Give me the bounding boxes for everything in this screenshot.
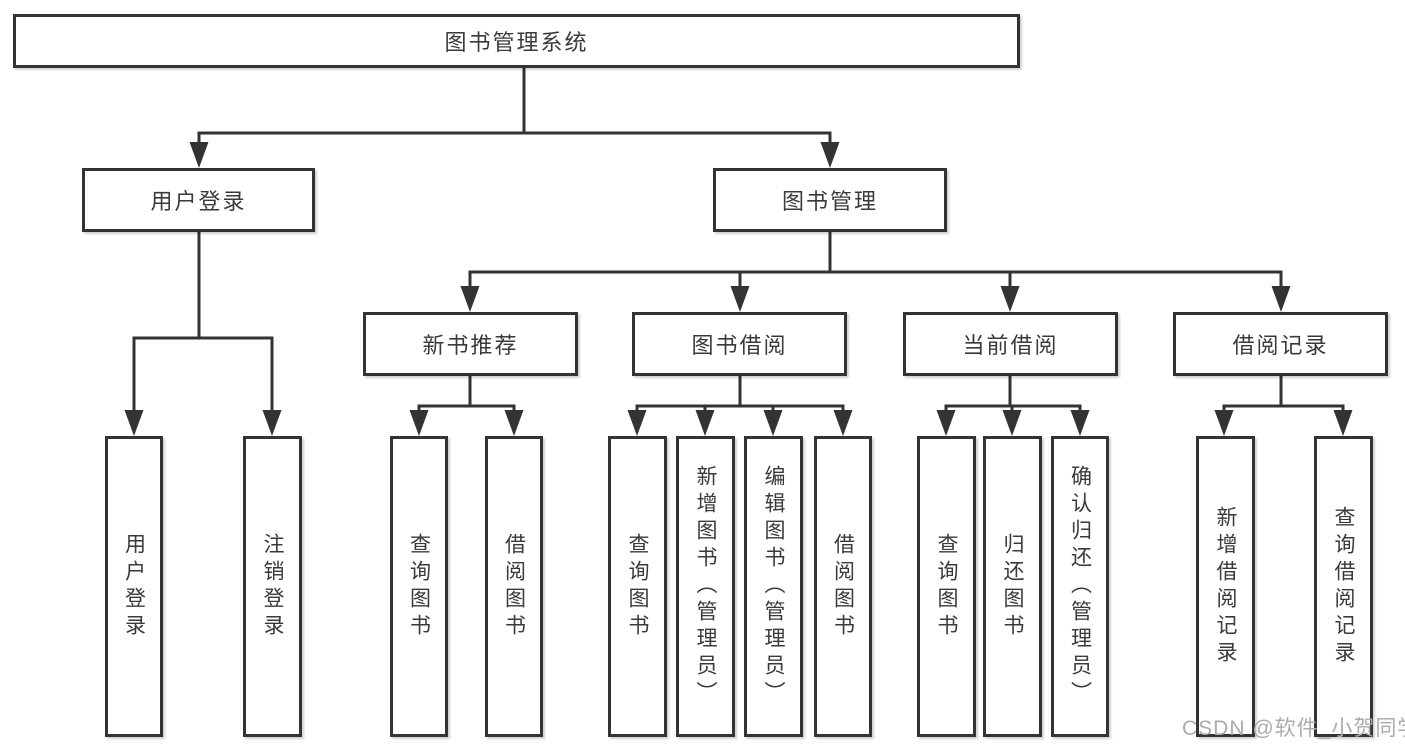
connector-userlogin-leaves	[132, 230, 274, 422]
connector-bookmgmt-level3	[468, 230, 1283, 298]
connector-newbook-leaves	[417, 374, 516, 422]
leaf-borrow-books-recommend: 借阅图书	[485, 436, 543, 737]
connector-bookborrow-leaves	[635, 374, 845, 422]
leaf-user-login: 用户登录	[105, 436, 163, 737]
leaf-add-borrow-record: 新增借阅记录	[1196, 436, 1255, 737]
node-borrow-records: 借阅记录	[1173, 312, 1388, 376]
leaf-query-borrow-record: 查询借阅记录	[1314, 436, 1373, 737]
leaf-query-books-recommend: 查询图书	[390, 436, 448, 737]
leaf-confirm-return-admin: 确认归还（管理员）	[1051, 436, 1109, 737]
node-book-borrow: 图书借阅	[632, 312, 847, 376]
leaf-query-books-borrow: 查询图书	[608, 436, 667, 737]
csdn-watermark: CSDN @软件_小贺同学	[1182, 717, 1405, 740]
leaf-add-book-admin: 新增图书（管理员）	[676, 436, 735, 737]
node-current-borrow: 当前借阅	[903, 312, 1118, 376]
leaf-edit-book-admin: 编辑图书（管理员）	[744, 436, 803, 737]
node-library-system: 图书管理系统	[13, 14, 1020, 68]
leaf-return-book: 归还图书	[983, 436, 1042, 737]
node-book-management: 图书管理	[713, 168, 947, 232]
leaf-borrow-books: 借阅图书	[814, 436, 872, 737]
connector-root-level2	[197, 66, 832, 154]
node-new-book-recommend: 新书推荐	[363, 312, 578, 376]
leaf-query-books-current: 查询图书	[917, 436, 976, 737]
node-user-login: 用户登录	[82, 168, 315, 232]
connector-borrowrecords-leaves	[1222, 374, 1345, 422]
leaf-logout: 注销登录	[243, 436, 302, 737]
